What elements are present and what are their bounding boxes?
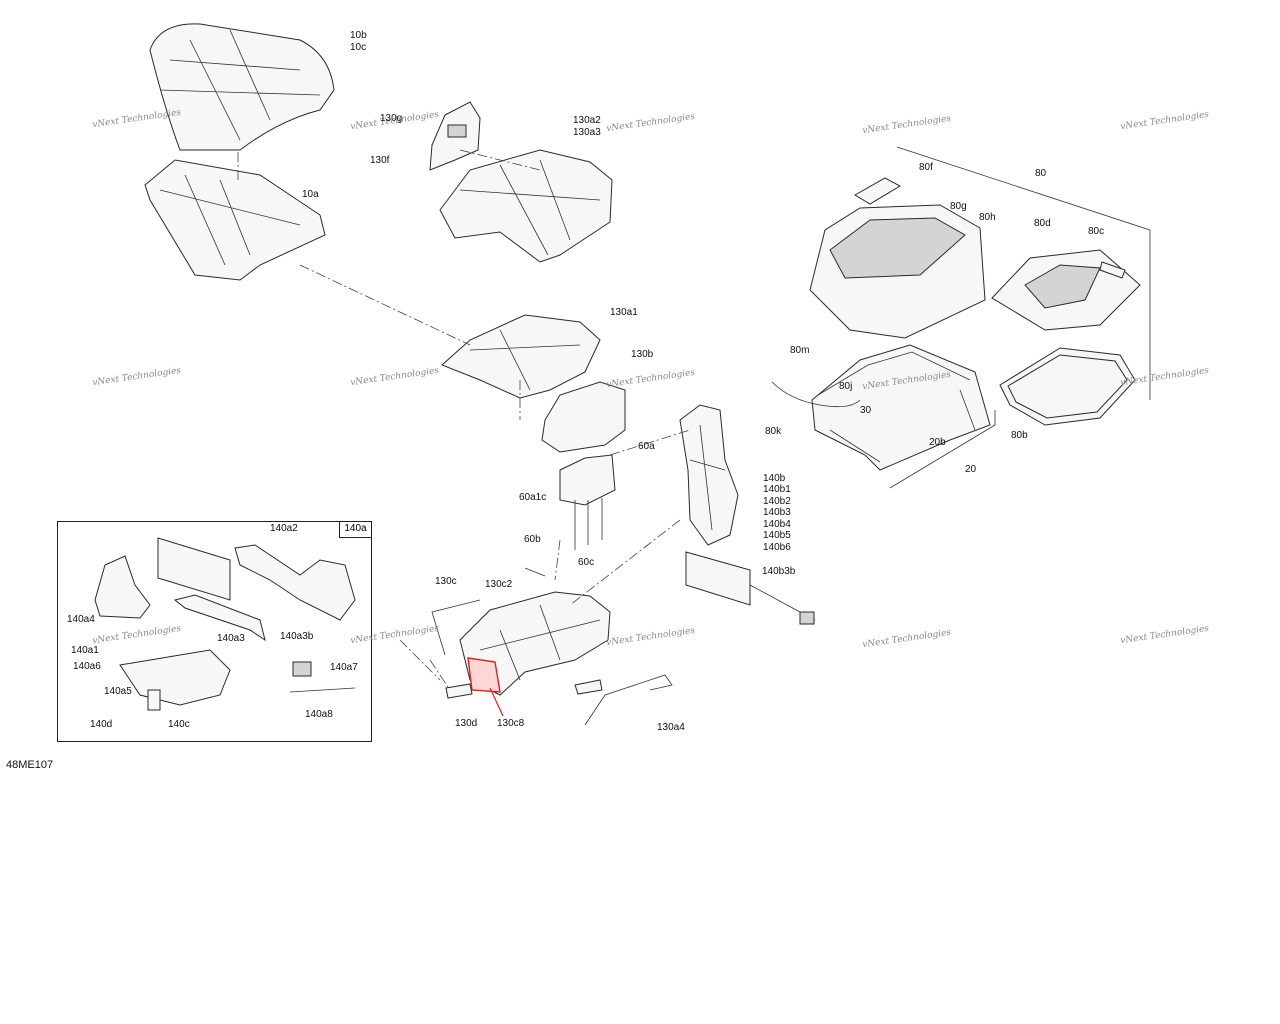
part-cable-130a4[interactable] [574,674,673,726]
part-armrest-140b[interactable] [679,404,739,546]
label-140b1[interactable]: 140b1 [763,484,791,495]
label-140d[interactable]: 140d [90,719,113,730]
part-80f[interactable] [854,177,902,205]
inset-tag: 140a [339,521,371,538]
label-140a3[interactable]: 140a3 [217,633,245,644]
label-80b[interactable]: 80b [1011,430,1028,441]
part-plate-140a[interactable] [157,537,231,601]
label-140b4[interactable]: 140b4 [763,519,791,530]
label-60a1c[interactable]: 60a1c [519,492,547,503]
label-140b[interactable]: 140b [763,473,786,484]
label-140b5[interactable]: 140b5 [763,530,791,541]
part-seat-cushion[interactable] [149,23,335,151]
part-backrest-bracket[interactable] [559,454,616,550]
part-seat-base[interactable] [144,159,326,281]
label-80g[interactable]: 80g [950,201,967,212]
diagram-code: 48ME107 [6,759,54,771]
label-130b[interactable]: 130b [631,349,654,360]
label-130c[interactable]: 130c [435,576,457,587]
label-80[interactable]: 80 [1035,168,1047,179]
label-130g[interactable]: 130g [380,113,403,124]
label-80h[interactable]: 80h [979,212,996,223]
part-wire-80k[interactable] [771,381,861,408]
label-80f[interactable]: 80f [919,162,933,173]
label-140a1[interactable]: 140a1 [71,645,99,656]
label-20b[interactable]: 20b [929,437,946,448]
part-140d[interactable] [147,689,161,711]
label-130c8[interactable]: 130c8 [497,718,525,729]
part-80c[interactable] [1099,261,1126,279]
part-130d[interactable] [445,683,473,699]
part-backrest-60a[interactable] [541,381,626,453]
label-130c2[interactable]: 130c2 [485,579,513,590]
part-rack-20[interactable] [811,344,991,471]
part-140a8[interactable] [289,687,356,693]
label-140b3b[interactable]: 140b3b [762,566,796,577]
label-130a1[interactable]: 130a1 [610,307,638,318]
label-130f[interactable]: 130f [370,155,390,166]
label-130a4[interactable]: 130a4 [657,722,685,733]
label-130a2[interactable]: 130a2 [573,115,601,126]
label-10c[interactable]: 10c [350,42,367,53]
assembly-lines [237,149,691,691]
part-body-130a2[interactable] [439,149,613,263]
label-60c[interactable]: 60c [578,557,595,568]
label-140a6[interactable]: 140a6 [73,661,101,672]
label-130d[interactable]: 130d [455,718,478,729]
callout-brackets [431,146,1151,656]
label-10a[interactable]: 10a [302,189,319,200]
part-seal-80b[interactable] [999,347,1136,426]
part-cover-130g[interactable] [429,101,481,171]
label-80k[interactable]: 80k [765,426,782,437]
label-140b2[interactable]: 140b2 [763,496,791,507]
label-80m[interactable]: 80m [790,345,810,356]
label-140a8[interactable]: 140a8 [305,709,333,720]
label-140a2[interactable]: 140a2 [270,523,298,534]
label-20[interactable]: 20 [965,464,977,475]
label-140b3[interactable]: 140b3 [763,507,791,518]
part-130c8-highlighted[interactable] [467,657,504,717]
label-140a7[interactable]: 140a7 [330,662,358,673]
label-140a3b[interactable]: 140a3b [280,631,314,642]
label-80c[interactable]: 80c [1088,226,1105,237]
part-140a4[interactable] [94,555,151,619]
label-80j[interactable]: 80j [839,381,853,392]
label-60b[interactable]: 60b [524,534,541,545]
inset-box-140a [57,521,372,742]
label-140a5[interactable]: 140a5 [104,686,132,697]
part-140a2[interactable] [234,544,356,621]
part-lid-80d[interactable] [991,249,1141,331]
part-frame-130a1[interactable] [441,314,601,399]
part-140a7[interactable] [292,661,312,677]
label-60a[interactable]: 60a [638,441,655,452]
label-80d[interactable]: 80d [1034,218,1051,229]
label-140a4[interactable]: 140a4 [67,614,95,625]
label-30[interactable]: 30 [860,405,872,416]
label-140c[interactable]: 140c [168,719,190,730]
label-140b6[interactable]: 140b6 [763,542,791,553]
part-top-case-80[interactable] [809,204,986,339]
part-harness-140b3b[interactable] [685,551,816,625]
label-130a3[interactable]: 130a3 [573,127,601,138]
label-10b[interactable]: 10b [350,30,367,41]
part-140a3[interactable] [173,594,266,642]
